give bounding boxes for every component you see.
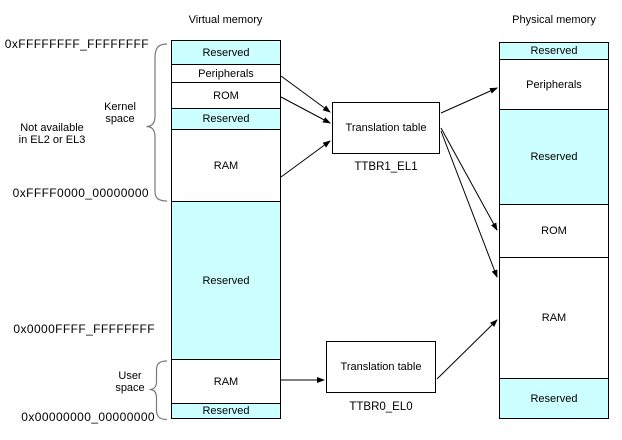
physical-memory-title: Physical memory (512, 14, 596, 26)
address-label-user-top: 0x0000FFFF_FFFFFFFF (13, 322, 155, 336)
kernel-space-brace (146, 43, 168, 202)
physical-block-reserved-2: Reserved (499, 109, 609, 205)
ttbr0-register-label: TTBR0_EL0 (349, 401, 413, 413)
kernel-space-line1: Kernel (104, 101, 136, 113)
virtual-block-rom: ROM (171, 82, 281, 109)
virtual-block-reserved-1: Reserved (171, 40, 281, 65)
physical-block-reserved-3: Reserved (499, 378, 609, 419)
user-space-line2: space (115, 382, 145, 394)
physical-block-peripherals: Peripherals (499, 59, 609, 110)
arrow-ttbr1-to-physical-peripherals (440, 87, 498, 114)
arrow-ttbr1-to-physical-rom (440, 127, 498, 231)
physical-block-rom: ROM (499, 204, 609, 258)
arrow-ttbr1-to-physical-ram (440, 130, 498, 278)
arrow-ttbr0-to-physical-ram (436, 319, 498, 380)
virtual-block-reserved-4: Reserved (171, 403, 281, 419)
user-space-label: User space (112, 370, 148, 394)
not-available-line2: in EL2 or EL3 (18, 134, 86, 146)
address-label-kernel-bottom: 0xFFFF0000_00000000 (12, 186, 149, 200)
virtual-block-ram-kernel: RAM (171, 129, 281, 202)
virtual-memory-column: Reserved Peripherals ROM Reserved RAM Re… (171, 40, 281, 419)
kernel-space-label: Kernel space (95, 101, 145, 125)
virtual-memory-title: Virtual memory (188, 14, 263, 26)
virtual-block-ram-user: RAM (171, 359, 281, 404)
arrow-virtual-peripherals-to-ttbr1 (280, 75, 331, 113)
translation-table-ttbr0: Translation table (326, 341, 436, 393)
not-available-label: Not available in EL2 or EL3 (12, 122, 92, 146)
arrow-virtual-ram-to-ttbr1 (280, 140, 331, 178)
arrow-virtual-rom-to-ttbr1 (280, 96, 331, 124)
address-label-top: 0xFFFFFFFF_FFFFFFFF (4, 37, 149, 51)
virtual-block-peripherals: Peripherals (171, 64, 281, 83)
address-label-bottom: 0x00000000_00000000 (21, 410, 155, 424)
ttbr1-register-label: TTBR1_EL1 (354, 161, 418, 173)
not-available-line1: Not available (20, 122, 84, 134)
physical-block-ram: RAM (499, 257, 609, 379)
physical-block-reserved-1: Reserved (499, 42, 609, 60)
physical-memory-column: Reserved Peripherals Reserved ROM RAM Re… (499, 42, 609, 419)
kernel-space-line2: space (105, 113, 135, 125)
virtual-block-reserved-2: Reserved (171, 108, 281, 130)
translation-table-ttbr1: Translation table (332, 102, 440, 154)
user-space-line1: User (118, 370, 142, 382)
virtual-block-reserved-3: Reserved (171, 201, 281, 360)
